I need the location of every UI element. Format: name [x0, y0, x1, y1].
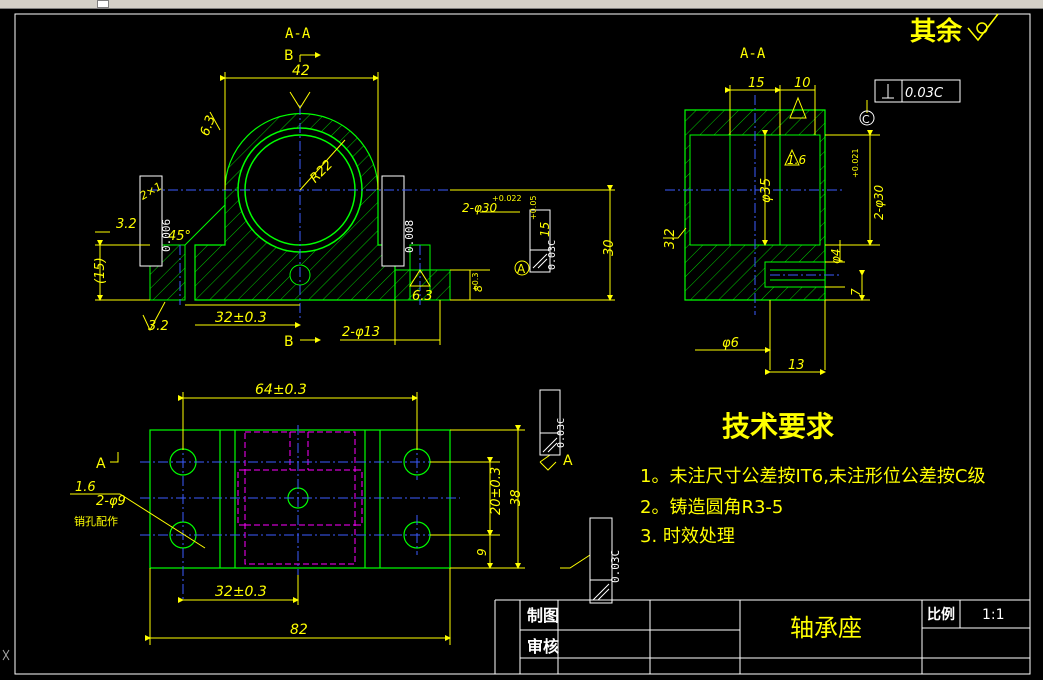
view1-tol-parallel: 0.03C [547, 240, 558, 270]
view3-dim-82: 82 [290, 622, 308, 638]
view1-tol-right: 0.008 [403, 220, 416, 253]
view2-dia-4: φ4 [829, 248, 843, 264]
view1-hole-13: 2-φ13 [342, 325, 380, 340]
view1-dimension-lines [95, 52, 615, 345]
view3-label-a-right: A [563, 453, 573, 469]
view2-w10: 10 [794, 76, 811, 91]
title-block-drawn-label: 制图 [527, 606, 559, 625]
title-note-text: 其余 [910, 16, 963, 47]
view3-centerlines [140, 425, 460, 600]
tech-req-item-1: 1。未注尺寸公差按IT6,未注形位公差按C级 [640, 466, 986, 487]
view2-rough-16: 1.6 [787, 153, 806, 167]
view3-dim-32: 32±0.3 [215, 584, 267, 600]
view2-dim-13: 13 [788, 358, 805, 373]
view1-dim-32: 32±0.3 [215, 310, 267, 326]
title-block [494, 599, 1030, 674]
view3-dimension-lines [70, 392, 591, 645]
tech-req-title: 技术要求 [722, 410, 834, 443]
view2-perp-frame [859, 79, 961, 126]
view2-datum-c: C [862, 113, 870, 126]
title-block-scale-label: 比例 [927, 606, 955, 623]
view2-dia-30-tol: +0.021 [851, 148, 860, 178]
view1-rough-63: 6.3 [198, 114, 219, 139]
view2-dim-7: 7 [849, 288, 863, 296]
view1-height-15: (15) [93, 257, 108, 284]
view3-rough-16: 1.6 [75, 480, 96, 495]
view3-dim-20: 20±0.3 [489, 467, 504, 515]
view3-note-holes: 销孔配作 [74, 514, 118, 528]
view1-datum-a: A [517, 262, 526, 276]
view1-outline [139, 112, 451, 301]
view3-hidden-lines [237, 431, 363, 565]
drawing-frame [2, 13, 1031, 675]
tech-req-item-3: 3. 时效处理 [640, 526, 735, 547]
view3-dim-9: 9 [475, 548, 489, 556]
view3-tol-bottom: 0.03C [609, 550, 622, 583]
view2-dimension-lines [663, 85, 880, 375]
view1-rough-63-right: 6.3 [412, 289, 433, 304]
view1-datum-circle [514, 260, 530, 276]
window-tab[interactable] [97, 0, 109, 8]
roughness-check-icon [967, 13, 999, 42]
view1-hole-30-tol: +0.022 [492, 194, 522, 203]
view2-section-label: A-A [740, 46, 766, 62]
view1-width-42: 42 [292, 63, 310, 79]
tech-req-item-2: 2。铸造圆角R3-5 [640, 497, 783, 518]
view1-dim-8-tol: +0.3 [471, 273, 480, 292]
view1-dim-8: 8 [472, 285, 485, 292]
view1-angle: 45° [168, 229, 191, 244]
view1-tolerance-frames [529, 209, 551, 273]
title-block-checked-label: 审核 [527, 637, 559, 656]
view3-outline [149, 429, 451, 569]
view1-rough-32-bottom: 3.2 [148, 319, 169, 334]
view3-tolerance-frames [539, 389, 613, 604]
view1-label-b-bottom: B [284, 334, 294, 350]
view2-dia-35: φ35 [759, 178, 774, 203]
view1-dim-15-tol: +0.05 [529, 195, 538, 220]
view1-dim-15: 15 [538, 222, 552, 237]
view1-label-b-top: B [284, 48, 294, 64]
view1-rough-32-left: 3.2 [116, 217, 137, 232]
view1-height-30: 30 [602, 239, 617, 256]
view2-w15: 15 [748, 76, 765, 91]
view3-label-a-left: A [96, 456, 106, 472]
view3-tol-top: 0.03C [556, 418, 567, 448]
view1-tol-left: 0.006 [160, 219, 173, 252]
view2-centerlines [665, 95, 845, 315]
view2-rough-32: 3.2 [663, 228, 678, 249]
view2-dia-30: 2-φ30 [872, 184, 886, 220]
view1-section-label: A-A [285, 26, 311, 42]
view3-dim-38: 38 [509, 489, 524, 506]
view3-width-64: 64±0.3 [255, 382, 307, 398]
window-top-strip [0, 0, 1043, 9]
title-block-part-name: 轴承座 [790, 614, 862, 642]
view2-dia-6: φ6 [722, 336, 739, 351]
view3-holes-9: 2-φ9 [96, 494, 126, 509]
title-block-scale-value: 1:1 [982, 607, 1005, 623]
view2-perp-tol: 0.03C [905, 86, 944, 101]
view1-hole-30: 2-φ30 [462, 201, 498, 215]
